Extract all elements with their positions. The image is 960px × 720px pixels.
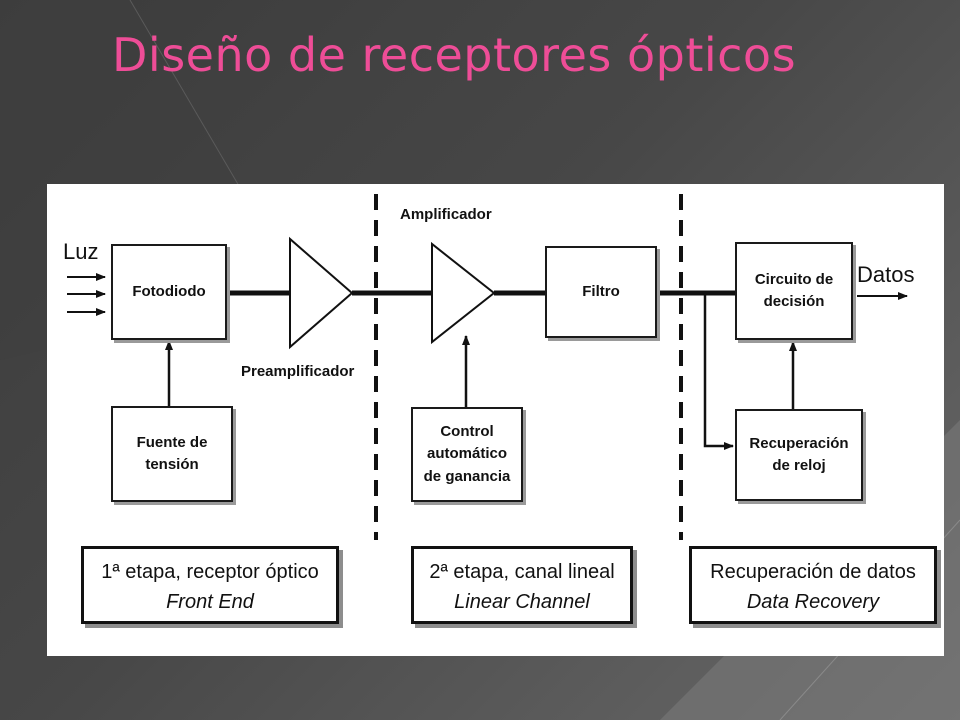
agc-line-3: de ganancia <box>423 467 511 485</box>
photodiode-label: Fotodiodo <box>132 282 206 300</box>
decision-circuit-block: Circuito de decisión <box>735 242 853 340</box>
clock-recovery-line-2: de reloj <box>772 457 826 474</box>
stage-3-english: Data Recovery <box>746 591 880 613</box>
clock-recovery-line-1: Recuperación <box>749 434 849 452</box>
stage-2-spanish: 2ª etapa, canal lineal <box>429 561 615 583</box>
stage-front-end: 1ª etapa, receptor óptico Front End <box>81 546 339 624</box>
amplifier-label: Amplificador <box>400 206 492 223</box>
output-label: Datos <box>857 262 915 287</box>
preamplifier-label: Preamplificador <box>241 363 355 380</box>
clock-branch-arrow <box>703 293 734 450</box>
stage-2-english: Linear Channel <box>454 591 590 613</box>
decision-line-2: decisión <box>763 293 825 310</box>
stage-1-spanish: 1ª etapa, receptor óptico <box>101 561 319 583</box>
stage-1-english: Front End <box>166 591 254 613</box>
amplifier-symbol <box>431 241 496 345</box>
agc-line-1: Control <box>440 422 494 440</box>
clock-recovery-block: Recuperación de reloj <box>735 409 863 501</box>
stage-3-spanish: Recuperación de datos <box>710 561 916 583</box>
light-input-arrows <box>67 273 106 316</box>
decision-line-1: Circuito de <box>754 270 834 288</box>
photodiode-block: Fotodiodo <box>111 244 227 340</box>
diagram-wires <box>67 194 908 540</box>
filter-label: Filtro <box>582 282 620 300</box>
agc-block: Control automático de ganancia <box>411 407 523 502</box>
slide-title: Diseño de receptores ópticos <box>112 28 797 82</box>
agc-line-2: automático <box>426 445 507 463</box>
stage-data-recovery: Recuperación de datos Data Recovery <box>689 546 937 624</box>
filter-block: Filtro <box>545 246 657 338</box>
stage-linear-channel: 2ª etapa, canal lineal Linear Channel <box>411 546 633 624</box>
power-source-block: Fuente de tensión <box>111 406 233 502</box>
input-label: Luz <box>63 239 99 264</box>
power-source-line-2: tensión <box>145 456 199 473</box>
preamplifier-symbol <box>289 236 354 350</box>
power-source-line-1: Fuente de <box>136 433 208 451</box>
receiver-block-diagram: Luz Datos Fotodiodo Fuente de tensión Pr… <box>47 184 944 656</box>
